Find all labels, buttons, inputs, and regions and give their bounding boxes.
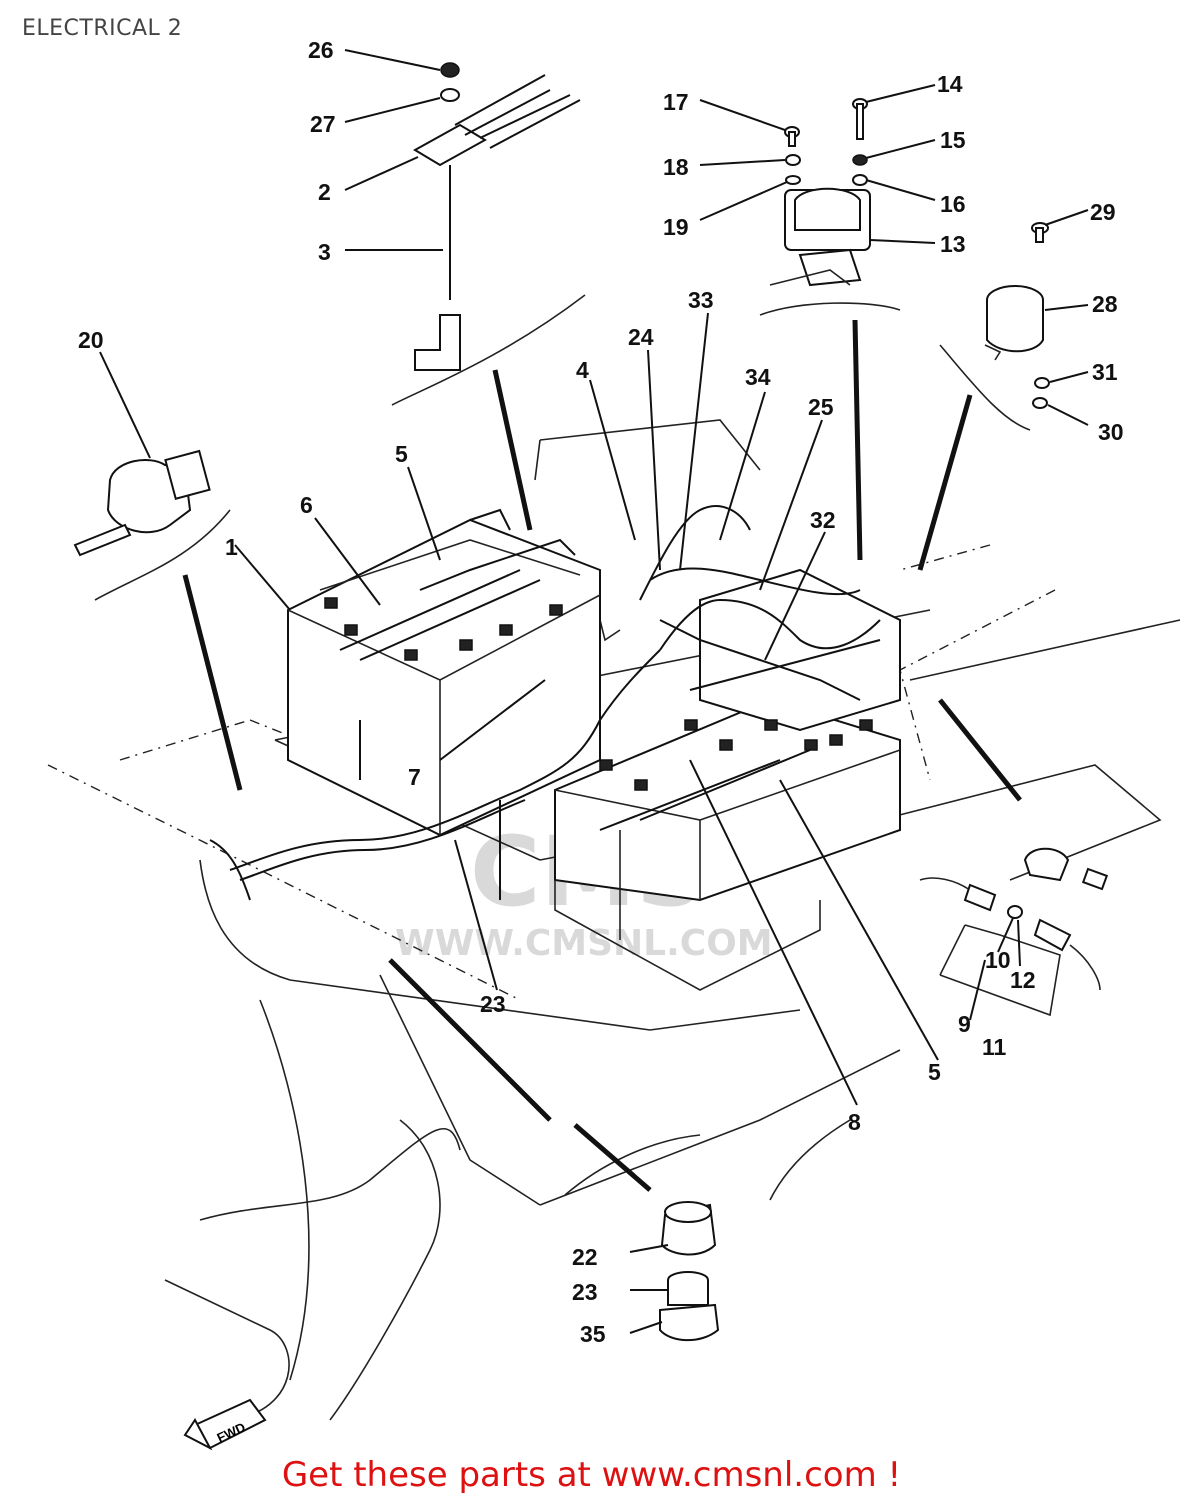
callout-15: 15 [940, 127, 966, 153]
callout-4: 4 [576, 357, 589, 383]
part-13-solenoid [759, 98, 901, 316]
callout-34: 34 [745, 364, 771, 390]
callout-18: 18 [663, 154, 689, 180]
wiring-harness [209, 505, 881, 901]
callout-22: 22 [572, 1244, 598, 1270]
page-title: ELECTRICAL 2 [22, 16, 183, 41]
callout-26: 26 [308, 37, 334, 63]
part-20-key-switch [73, 449, 231, 601]
callout-20: 20 [78, 327, 104, 353]
callout-16: 16 [940, 191, 966, 217]
callout-29: 29 [1090, 199, 1116, 225]
callout-13: 13 [940, 231, 966, 257]
callout-1: 1 [225, 534, 238, 560]
callout-9: 9 [958, 1011, 971, 1037]
callout-leaders [99, 49, 1089, 1334]
part-28-relay [939, 222, 1050, 431]
battery-left [287, 508, 601, 837]
callout-14: 14 [937, 71, 963, 97]
callout-17: 17 [663, 89, 689, 115]
callouts: 26 27 2 3 17 18 19 14 15 16 13 29 28 31 … [78, 37, 1124, 1347]
callout-2: 2 [318, 179, 331, 205]
callout-6: 6 [300, 492, 313, 518]
callout-10: 10 [985, 947, 1011, 973]
callout-19: 19 [663, 214, 689, 240]
callout-30: 30 [1098, 419, 1124, 445]
callout-12: 12 [1010, 967, 1036, 993]
callout-24: 24 [628, 324, 654, 350]
part-2-3-bracket [391, 62, 586, 406]
callout-3: 3 [318, 239, 331, 265]
fwd-arrow: FWD [183, 1398, 267, 1451]
callout-32: 32 [810, 507, 836, 533]
callout-33: 33 [688, 287, 714, 313]
callout-23-left: 23 [480, 991, 506, 1017]
callout-31: 31 [1092, 359, 1118, 385]
watermark-url: WWW.CMSNL.COM [395, 923, 773, 964]
callout-27: 27 [310, 111, 336, 137]
leader-rods [182, 319, 1022, 1192]
callout-5-upper: 5 [395, 441, 408, 467]
callout-25: 25 [808, 394, 834, 420]
callout-5-lower: 5 [928, 1059, 941, 1085]
callout-35: 35 [580, 1321, 606, 1347]
callout-8: 8 [848, 1109, 861, 1135]
part-22-23-35-horn [564, 1134, 720, 1342]
part-9-12-connector [919, 847, 1109, 1017]
footer-link-text[interactable]: Get these parts at www.cmsnl.com ! [281, 1455, 902, 1495]
callout-23-horn: 23 [572, 1279, 598, 1305]
callout-7: 7 [408, 764, 421, 790]
battery-right [554, 568, 901, 991]
callout-28: 28 [1092, 291, 1118, 317]
callout-11: 11 [982, 1034, 1007, 1060]
